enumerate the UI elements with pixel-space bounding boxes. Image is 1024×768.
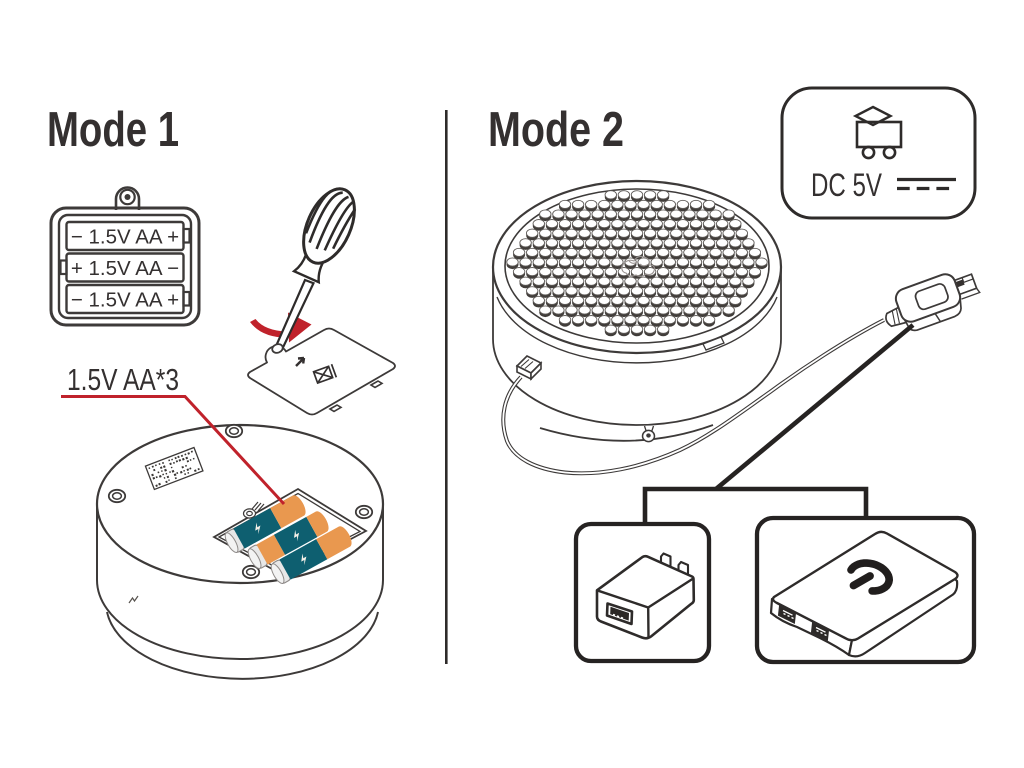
svg-text:Mode 1: Mode 1 <box>47 103 179 157</box>
svg-text:DC 5V: DC 5V <box>811 167 882 203</box>
svg-text:− 1.5V AA +: − 1.5V AA + <box>71 289 179 312</box>
svg-text:− 1.5V AA +: − 1.5V AA + <box>71 226 179 249</box>
svg-text:Mode 2: Mode 2 <box>488 103 624 157</box>
svg-text:1.5V AA*3: 1.5V AA*3 <box>67 363 179 397</box>
svg-text:+ 1.5V AA −: + 1.5V AA − <box>71 257 179 280</box>
